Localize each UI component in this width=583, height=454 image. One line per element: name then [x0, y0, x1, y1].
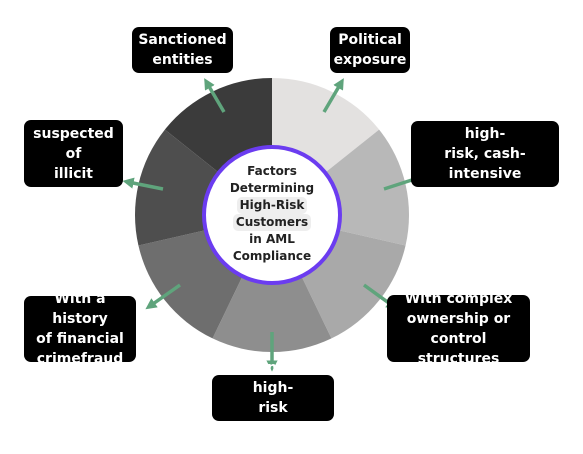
pointer-arrow: [122, 177, 164, 191]
factor-label-high-risk-industries: Operating in high- risk, cash-intensive …: [411, 106, 559, 202]
factor-label-political-exposure: Political exposure: [330, 27, 410, 73]
factor-label-sanctioned-entities: Sanctioned entities: [132, 27, 233, 73]
center-title-line: Compliance: [232, 249, 312, 263]
factor-label-complex-ownership: With complex ownership or control struct…: [387, 291, 530, 367]
center-title-highlight: High-Risk: [236, 197, 308, 214]
pointer-arrow: [204, 78, 226, 113]
factor-label-illicit-activity: Accounts suspected of illicit activity: [24, 106, 123, 202]
center-title-line: Determining: [229, 181, 315, 195]
center-title-line: Factors: [247, 164, 297, 178]
factor-label-high-risk-countries: Living in high- risk countries: [212, 360, 334, 436]
factor-label-financial-crime-history: With a history of financial crimefraud: [24, 291, 136, 367]
center-title-highlight: Customers: [232, 214, 312, 231]
pointer-arrow: [322, 78, 344, 113]
center-title-line: in AML: [249, 232, 295, 246]
pointer-arrow: [145, 283, 182, 310]
center-title: Factors Determining High-Risk Customers …: [223, 156, 321, 272]
